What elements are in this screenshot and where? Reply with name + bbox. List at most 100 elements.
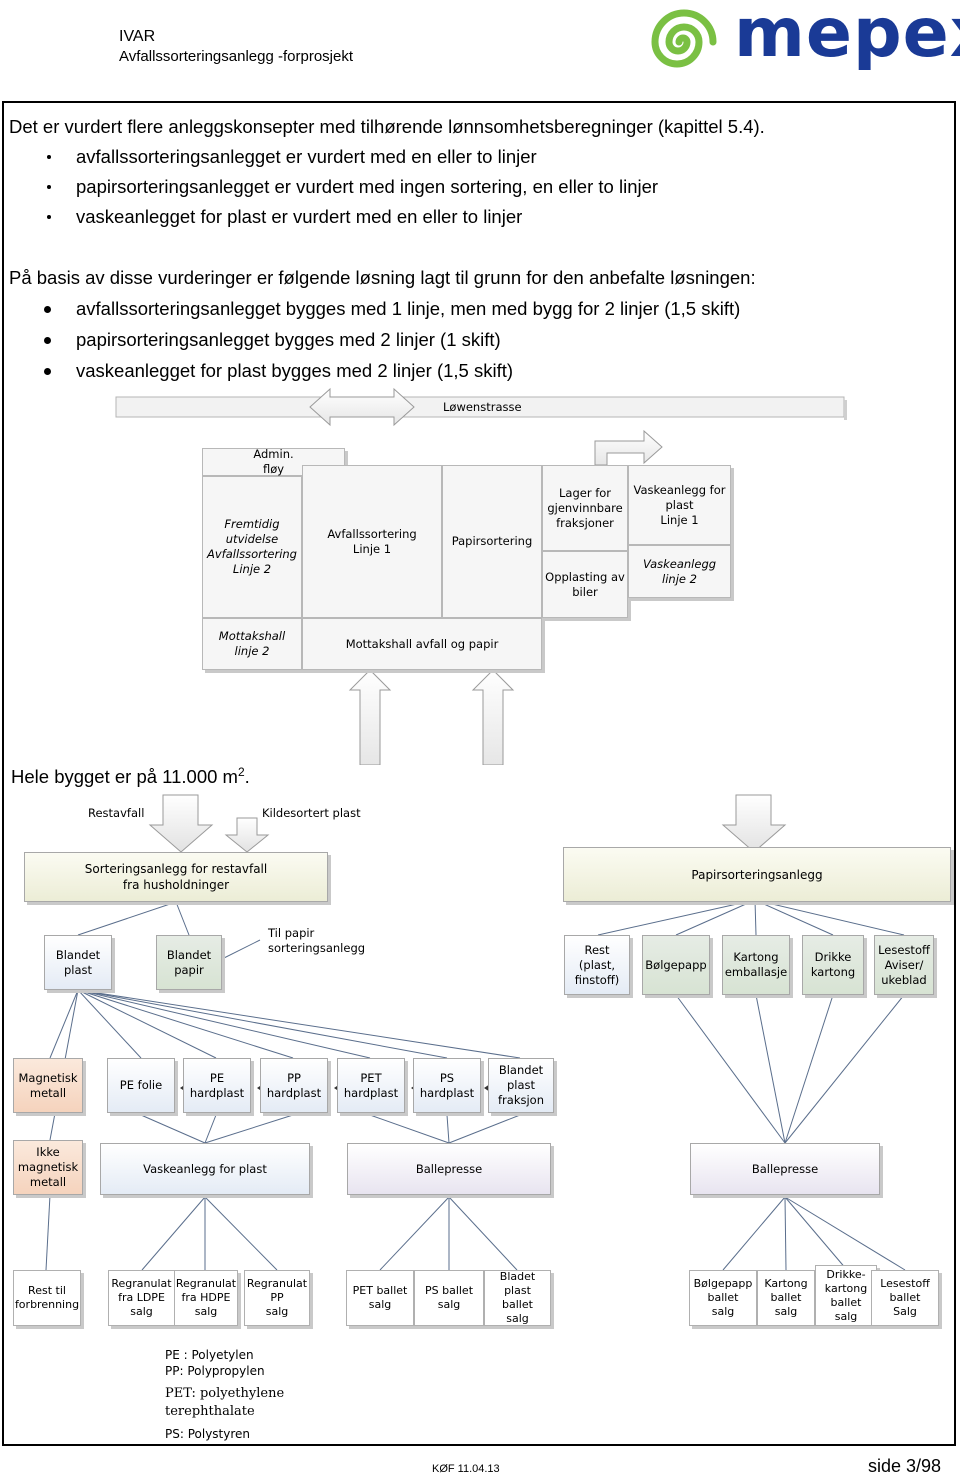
bullet bbox=[47, 155, 51, 159]
footer-code: KØF 11.04.13 bbox=[432, 1463, 500, 1475]
mepex-logo: mepex bbox=[638, 0, 960, 84]
concept-item: avfallssorteringsanlegget er vurdert med… bbox=[76, 146, 537, 167]
plan-recv2: Mottakshall linje 2 bbox=[202, 618, 302, 670]
bullet bbox=[44, 368, 51, 375]
corrugated-box: Bølgepapp bbox=[642, 935, 710, 995]
concept-item: papirsorteringsanlegget er vurdert med i… bbox=[76, 176, 659, 197]
out-mixed-label: Bladet plast ballet salg bbox=[499, 1270, 536, 1325]
out-corr-label: Bølgepapp ballet salg bbox=[693, 1277, 753, 1318]
bullet bbox=[47, 185, 51, 189]
bullet bbox=[44, 337, 51, 344]
out-ps-box: PS ballet salg bbox=[414, 1270, 484, 1326]
corrugated-label: Bølgepapp bbox=[645, 957, 707, 972]
baler-paper-box: Ballepresse bbox=[690, 1143, 880, 1195]
plan-future: Fremtidig utvidelse Avfallssortering Lin… bbox=[202, 476, 302, 618]
basis-text: På basis av disse vurderinger er følgend… bbox=[9, 267, 756, 288]
building-size-sup: 2 bbox=[237, 765, 245, 779]
plan-recv: Mottakshall avfall og papir bbox=[302, 618, 542, 670]
intro-text: Det er vurdert flere anleggskonsepter me… bbox=[9, 116, 765, 137]
legend-pet: PET: polyethylene terephthalate bbox=[165, 1386, 285, 1419]
sort-rest-plant: Sorteringsanlegg for restavfall fra hush… bbox=[24, 852, 328, 902]
pp-hard-label: PP hardplast bbox=[266, 1070, 322, 1100]
input-plast: Kildesortert plast bbox=[262, 806, 361, 820]
paper-plant: Papirsorteringsanlegg bbox=[563, 847, 951, 902]
out-carton-label: Kartong ballet salg bbox=[764, 1277, 808, 1318]
out-carton-box: Kartong ballet salg bbox=[757, 1270, 815, 1326]
drinks-box: Drikke kartong bbox=[802, 935, 864, 995]
nonmagnetic-box: Ikke magnetisk metall bbox=[13, 1140, 83, 1195]
ps-hard-box: PS hardplast bbox=[413, 1058, 481, 1113]
pe-film-label: PE folie bbox=[119, 1078, 163, 1092]
legend-pe: PE : Polyetylen bbox=[165, 1348, 254, 1362]
baler-paper-label: Ballepresse bbox=[751, 1161, 819, 1176]
paper-plant-label: Papirsorteringsanlegg bbox=[691, 867, 823, 882]
solution-item: vaskeanlegget for plast bygges med 2 lin… bbox=[76, 360, 514, 381]
reading-label: Lesestoff Aviser/ ukeblad bbox=[878, 942, 930, 987]
magnetic-box: Magnetisk metall bbox=[13, 1058, 83, 1113]
street-label: Løwenstrasse bbox=[443, 400, 522, 414]
building-size-text: Hele bygget er på 11.000 m bbox=[11, 766, 238, 788]
plan-wash1: Vaskeanlegg for plast Linje 1 bbox=[628, 465, 731, 545]
out-reading-box: Lesestoff ballet Salg bbox=[871, 1270, 939, 1326]
legend-pp: PP: Polypropylen bbox=[165, 1364, 265, 1378]
out-mixed-box: Bladet plast ballet salg bbox=[484, 1270, 551, 1326]
carton-box: Kartong emballasje bbox=[722, 935, 790, 995]
out-ldpe-box: Regranulat fra LDPE salg bbox=[108, 1270, 175, 1326]
pet-hard-box: PET hardplast bbox=[337, 1058, 405, 1113]
header-project: Avfallssorteringsanlegg -forprosjekt bbox=[119, 48, 354, 65]
legend-ps: PS: Polystyren bbox=[165, 1427, 251, 1441]
carton-label: Kartong emballasje bbox=[724, 950, 788, 979]
pe-hard-box: PE hardplast bbox=[183, 1058, 251, 1113]
plan-wash2: Vaskeanlegg linje 2 bbox=[628, 545, 731, 598]
bullet bbox=[47, 215, 51, 219]
mixed-fraction-box: Blandet plast fraksjon bbox=[488, 1058, 554, 1113]
plan-admin-label: Admin. fløy bbox=[253, 447, 294, 476]
out-hdpe-box: Regranulat fra HDPE salg bbox=[174, 1270, 238, 1326]
plan-recv-label: Mottakshall avfall og papir bbox=[345, 636, 499, 651]
plan-paper-label: Papirsortering bbox=[451, 534, 533, 548]
building-size: Hele bygget er på 11.000 m2. bbox=[11, 765, 250, 788]
out-pet-box: PET ballet salg bbox=[346, 1270, 414, 1326]
out-drinks-box: Drikke- kartong ballet salg bbox=[815, 1265, 877, 1326]
solution-item: papirsorteringsanlegget bygges med 2 lin… bbox=[76, 329, 501, 350]
mixed-paper-box: Blandet papir bbox=[156, 935, 222, 990]
plan-wash2-label: Vaskeanlegg linje 2 bbox=[642, 556, 717, 586]
out-ps-label: PS ballet salg bbox=[424, 1284, 474, 1311]
pe-film-box: PE folie bbox=[107, 1058, 175, 1113]
plan-paper: Papirsortering bbox=[442, 465, 542, 618]
out-ldpe-label: Regranulat fra LDPE salg bbox=[111, 1277, 172, 1318]
site-plan-arrows bbox=[115, 387, 847, 765]
to-paper-label: Til papir sorteringsanlegg bbox=[268, 926, 366, 955]
ps-hard-label: PS hardplast bbox=[419, 1070, 475, 1100]
out-pp-box: Regranulat PP salg bbox=[244, 1270, 310, 1326]
building-size-end: . bbox=[244, 766, 250, 788]
logo-wordmark: mepex bbox=[734, 0, 960, 73]
solution-item: avfallssorteringsanlegget bygges med 1 l… bbox=[76, 298, 741, 319]
magnetic-label: Magnetisk metall bbox=[18, 1070, 78, 1100]
concept-item: vaskeanlegget for plast er vurdert med e… bbox=[76, 206, 523, 227]
plan-loading-label: Opplasting av biler bbox=[545, 569, 625, 599]
pe-hard-label: PE hardplast bbox=[189, 1070, 245, 1100]
mixed-plast-box: Blandet plast bbox=[44, 935, 112, 990]
baler-plast-box: Ballepresse bbox=[347, 1143, 551, 1195]
out-rest-box: Rest til forbrenning bbox=[13, 1270, 81, 1326]
out-drinks-label: Drikke- kartong ballet salg bbox=[824, 1267, 868, 1323]
content-frame bbox=[2, 101, 956, 1446]
out-pet-label: PET ballet salg bbox=[352, 1284, 408, 1311]
wash-plant-box: Vaskeanlegg for plast bbox=[100, 1143, 310, 1195]
plan-line1-label: Avfallssortering Linje 1 bbox=[327, 526, 417, 556]
plan-storage-label: Lager for gjenvinnbare fraksjoner bbox=[547, 485, 623, 530]
spiral-icon bbox=[651, 9, 717, 68]
sort-rest-label: Sorteringsanlegg for restavfall fra hush… bbox=[84, 862, 268, 892]
wash-plant-label: Vaskeanlegg for plast bbox=[143, 1161, 267, 1176]
out-hdpe-label: Regranulat fra HDPE salg bbox=[175, 1277, 237, 1318]
mixed-plast-label: Blandet plast bbox=[55, 947, 101, 977]
bullet bbox=[44, 306, 51, 313]
drinks-label: Drikke kartong bbox=[810, 950, 856, 979]
rest-box: Rest (plast, finstoff) bbox=[564, 935, 630, 995]
rest-label: Rest (plast, finstoff) bbox=[574, 942, 620, 987]
nonmagnetic-label: Ikke magnetisk metall bbox=[17, 1145, 79, 1189]
pet-hard-label: PET hardplast bbox=[343, 1070, 399, 1100]
out-reading-label: Lesestoff ballet Salg bbox=[880, 1277, 930, 1318]
plan-recv2-label: Mottakshall linje 2 bbox=[218, 629, 286, 658]
